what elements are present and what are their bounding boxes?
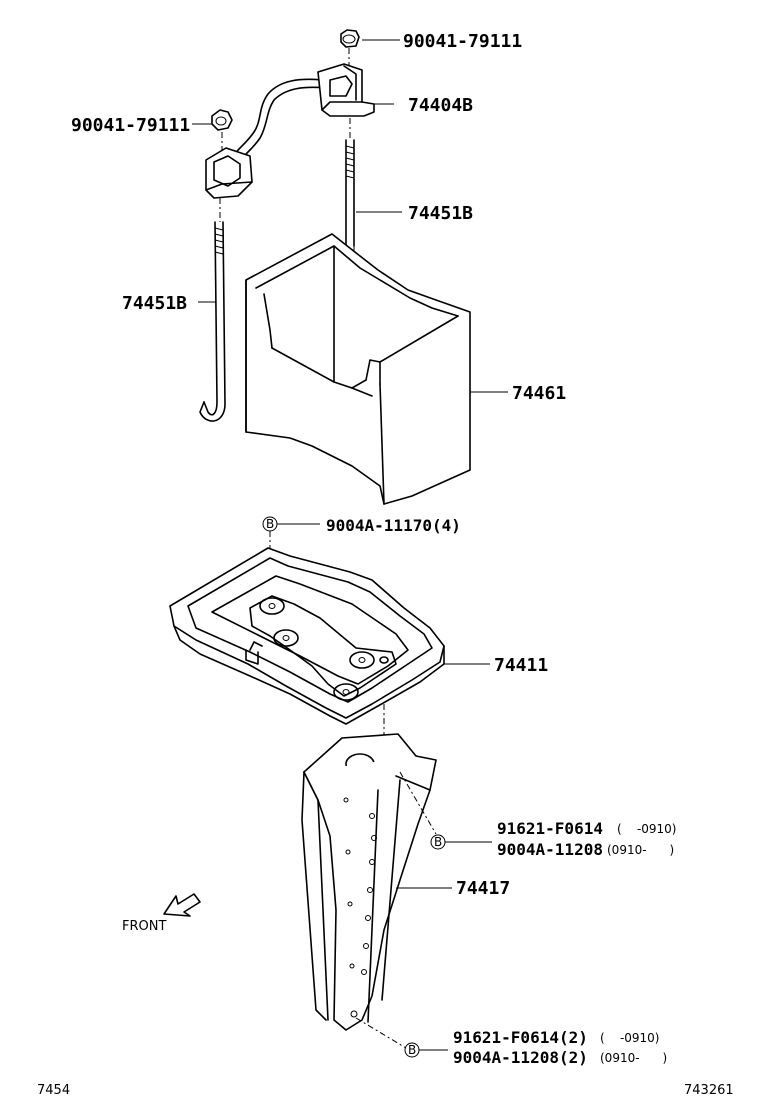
- label-insulator: 74461: [512, 383, 566, 404]
- battery-tray-drawing: [169, 547, 490, 740]
- nut-left-drawing: [192, 109, 233, 222]
- callout-b-upper: B: [434, 835, 442, 849]
- label-rod-right: 74451B: [408, 203, 473, 224]
- label-bolt-upper-1: 91621-F0614: [497, 819, 603, 838]
- label-nut-left: 90041-79111: [71, 115, 190, 136]
- label-bolt-lower-1-range: ( -0910): [600, 1031, 660, 1045]
- label-bracket: 74417: [456, 878, 510, 899]
- label-front: FRONT: [122, 919, 166, 934]
- label-nut-top: 90041-79111: [403, 31, 522, 52]
- footer-right-code: 743261: [684, 1083, 734, 1098]
- callout-b-lower: B: [408, 1043, 416, 1057]
- label-clamp: 74404B: [408, 95, 473, 116]
- nut-top-drawing: [340, 29, 400, 70]
- label-bolt-lower-2-range: (0910- ): [600, 1051, 667, 1065]
- clamp-drawing: [205, 63, 394, 199]
- label-bolt-lower-1: 91621-F0614(2): [453, 1028, 588, 1047]
- bracket-drawing: [301, 733, 492, 1058]
- label-bolt-lower-2: 9004A-11208(2): [453, 1048, 588, 1067]
- label-bolt-upper-2: 9004A-11208: [497, 840, 603, 859]
- footer-left-code: 7454: [37, 1083, 70, 1098]
- label-bolt-b-tray: 9004A-11170(4): [326, 516, 461, 535]
- label-rod-left: 74451B: [122, 293, 187, 314]
- label-bolt-upper-1-range: ( -0910): [617, 822, 677, 836]
- front-arrow-icon: [163, 893, 201, 917]
- bracket-rivets: [343, 797, 377, 1018]
- insulator-box-drawing: [245, 233, 508, 505]
- callout-b-tray: B: [266, 517, 274, 531]
- rod-left-drawing: [198, 221, 226, 422]
- label-tray: 74411: [494, 655, 548, 676]
- label-bolt-upper-2-range: (0910- ): [607, 843, 674, 857]
